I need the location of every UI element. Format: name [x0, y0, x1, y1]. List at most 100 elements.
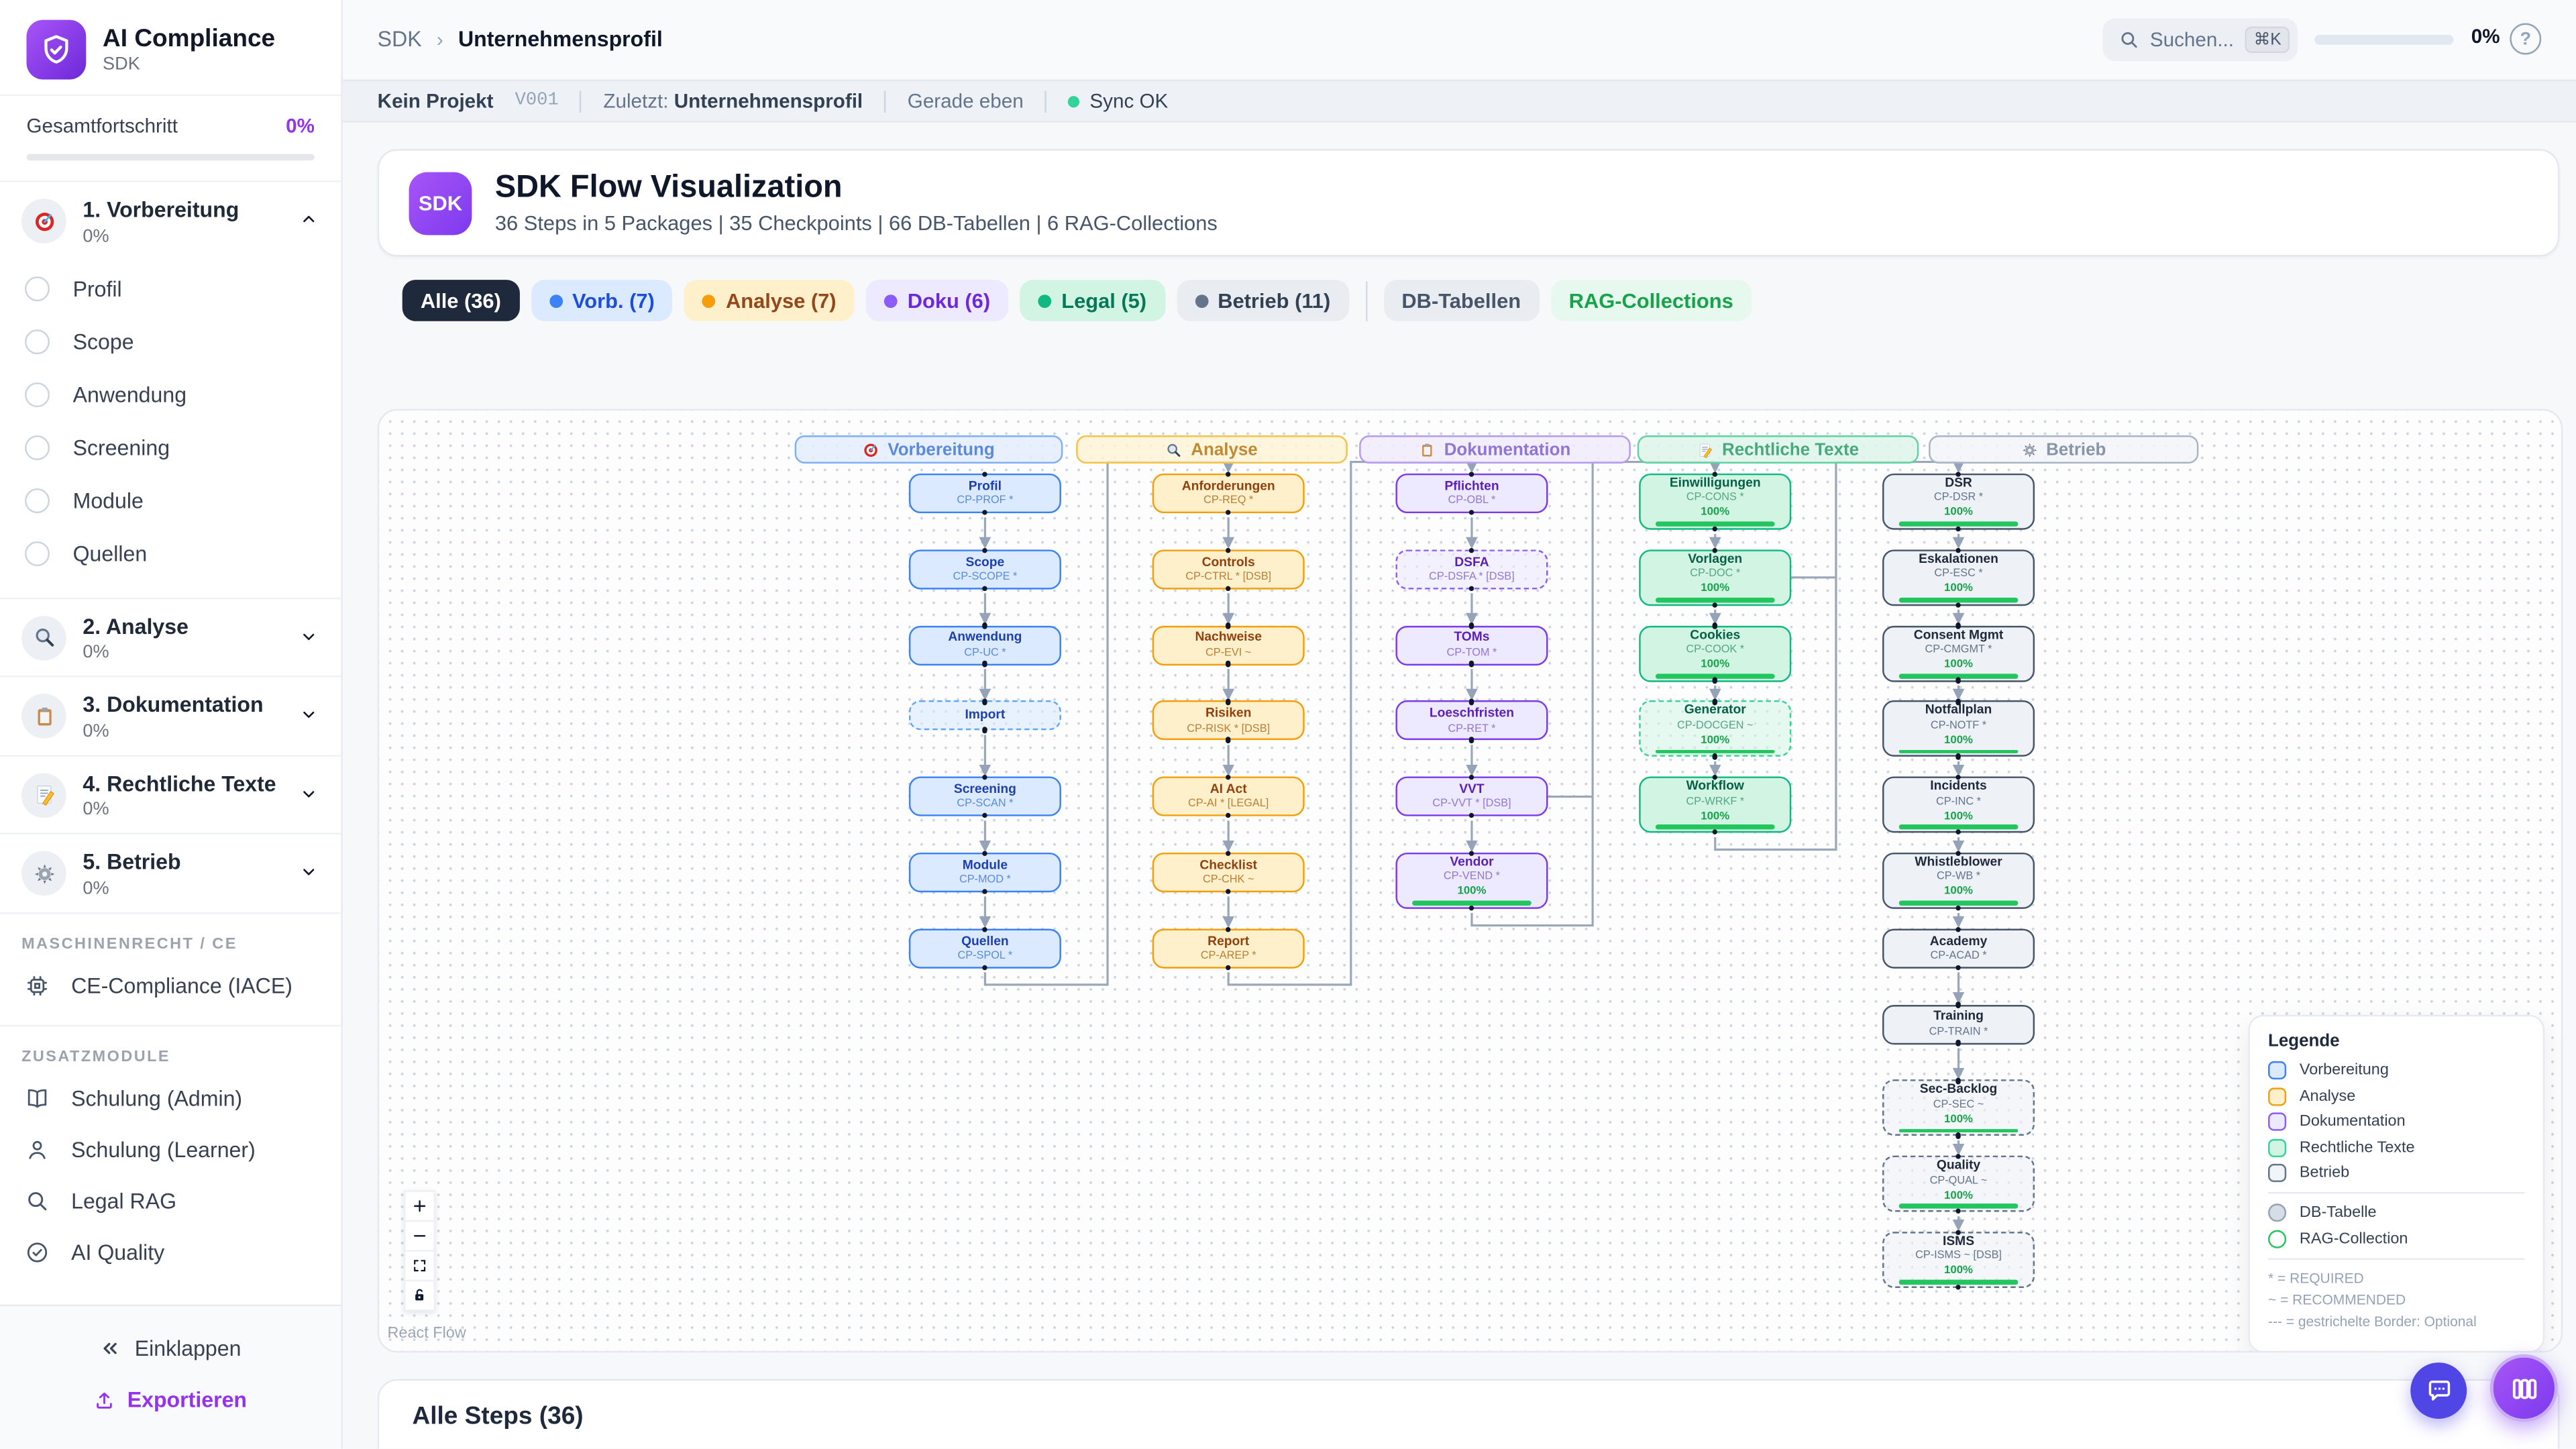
sidebar-item-ce-compliance-iace-[interactable]: CE-Compliance (IACE): [0, 960, 341, 1012]
page-subtitle: 36 Steps in 5 Packages | 35 Checkpoints …: [494, 212, 1218, 236]
legend-item-rag: RAG-Collection: [2268, 1229, 2525, 1248]
columns-fab-button[interactable]: [2489, 1354, 2558, 1422]
step-status-circle: [25, 276, 50, 302]
node-progress-bar: [1655, 598, 1775, 603]
node-code: CP-UC *: [964, 647, 1006, 659]
group-heading: MASCHINENRECHT / CE: [21, 935, 237, 954]
collapse-sidebar-button[interactable]: Einklappen: [0, 1323, 341, 1375]
filter-vorb[interactable]: Vorb. (7): [531, 280, 674, 321]
sidebar-item-screening[interactable]: Screening: [0, 421, 341, 474]
node-code: CP-SPOL *: [957, 950, 1013, 963]
zoom-in-button[interactable]: [404, 1190, 436, 1220]
legend-label: Analyse: [2299, 1087, 2356, 1106]
filter-label: Legal (5): [1061, 288, 1147, 313]
sidebar-item-schulung-admin-[interactable]: Schulung (Admin): [0, 1073, 341, 1124]
filter-plain[interactable]: DB-Tabellen: [1383, 280, 1540, 321]
node-title: DSR: [1945, 475, 1972, 490]
sidebar-item-module[interactable]: Module: [0, 474, 341, 527]
sidebar-item-quellen[interactable]: Quellen: [0, 527, 341, 580]
node-title: Anwendung: [948, 629, 1022, 645]
sidebar-item-scope[interactable]: Scope: [0, 315, 341, 368]
sidebar-item-anwendung[interactable]: Anwendung: [0, 368, 341, 421]
reactflow-attribution[interactable]: React Flow: [387, 1324, 466, 1343]
filter-dot: [884, 294, 898, 307]
filter-rag[interactable]: RAG-Collections: [1550, 280, 1752, 321]
fit-view-button[interactable]: [404, 1250, 436, 1280]
node-code: CP-WB *: [1936, 871, 1981, 883]
lock-button[interactable]: [404, 1279, 436, 1311]
app-subtitle: SDK: [103, 54, 140, 75]
breadcrumb-root[interactable]: SDK: [377, 26, 422, 52]
chat-fab-button[interactable]: [2410, 1362, 2467, 1419]
sidebar-item-schulung-learner-[interactable]: Schulung (Learner): [0, 1124, 341, 1176]
search-input[interactable]: Suchen... ⌘K: [2102, 18, 2298, 62]
flow-node-import[interactable]: Import: [908, 700, 1061, 731]
filter-label: Analyse (7): [725, 288, 837, 313]
user-icon: [25, 1137, 50, 1162]
sidebar-item-ai-quality[interactable]: AI Quality: [0, 1227, 341, 1279]
package-header-label: Vorbereitung: [888, 439, 995, 460]
package-header-label: Rechtliche Texte: [1722, 439, 1860, 460]
sidebar-item-legal-rag[interactable]: Legal RAG: [0, 1175, 341, 1227]
filter-doku[interactable]: Doku (6): [866, 280, 1009, 321]
zoom-out-button[interactable]: [404, 1220, 436, 1250]
filter-legal[interactable]: Legal (5): [1020, 280, 1165, 321]
filter-all-active[interactable]: Alle (36): [402, 280, 520, 321]
filter-analyse[interactable]: Analyse (7): [684, 280, 855, 321]
help-icon[interactable]: ?: [2510, 23, 2542, 55]
filter-dot: [1194, 294, 1208, 307]
legend-swatch: [2268, 1061, 2287, 1080]
export-button[interactable]: Exportieren: [0, 1374, 341, 1426]
node-progress-label: 100%: [1701, 659, 1730, 671]
node-title: Academy: [1929, 932, 1988, 948]
filter-betrieb[interactable]: Betrieb (11): [1176, 280, 1349, 321]
sync-status: Sync OK: [1068, 89, 1168, 113]
node-title: Scope: [965, 553, 1005, 569]
node-title: Pflichten: [1444, 478, 1499, 493]
sidebar-item-profil[interactable]: Profil: [0, 262, 341, 315]
version-badge: V001: [515, 91, 559, 111]
node-title: Generator: [1684, 702, 1746, 718]
